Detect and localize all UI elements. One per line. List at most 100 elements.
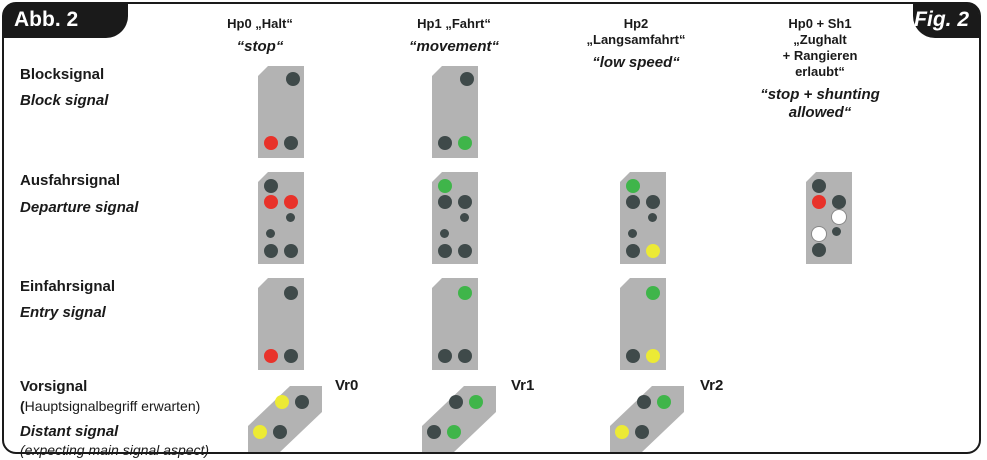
departure-signal-hp1 — [432, 172, 478, 264]
entry-signal-hp2-lamp-1-green — [646, 286, 660, 300]
distant-aspect-label-vr0: Vr0 — [335, 377, 359, 394]
entry-signal-hp0-lamp-3-off — [284, 349, 298, 363]
figure-label-tab-de: Abb. 2 — [4, 4, 128, 38]
column-header-hp1: Hp1 „Fahrt“ “movement“ — [394, 16, 514, 56]
departure-signal-hp0-lamp-7-off — [284, 244, 298, 258]
row-label-block-de: Blocksignal — [20, 66, 105, 83]
departure-signal-hp2-lamp-2-off — [626, 195, 640, 209]
departure-signal-hp2-lamp-7-yellow — [646, 244, 660, 258]
departure-signal-hp0-sh1 — [806, 172, 852, 264]
block-signal-hp1-lamp-2-off — [438, 136, 452, 150]
distant-signal-vr2-lamp-2-green — [657, 395, 671, 409]
distant-signal-vr2-lamp-3-yellow — [615, 425, 629, 439]
distant-signal-vr1-lamp-4-green — [447, 425, 461, 439]
row-label-distant-paren: ( — [20, 398, 25, 414]
column-header-hp0-sh1-de-line2: „Zughalt — [793, 32, 847, 47]
departure-signal-hp0 — [258, 172, 304, 264]
distant-signal-vr1 — [422, 386, 496, 452]
departure-signal-hp1-lamp-2-off — [438, 195, 452, 209]
column-header-hp0-sh1-en-line1: “stop + shunting — [760, 86, 880, 103]
block-signal-hp1 — [432, 66, 478, 158]
departure-signal-hp0-sh1-lamp-1-off — [812, 179, 826, 193]
departure-signal-hp0-lamp-1-off — [264, 179, 278, 193]
departure-signal-hp1-lamp-5-off — [440, 229, 449, 238]
entry-signal-hp2-lamp-3-yellow — [646, 349, 660, 363]
row-label-distant-de: Vorsignal — [20, 378, 88, 395]
column-header-hp0-en: “stop“ — [236, 38, 284, 55]
row-label-departure-en: Departure signal — [20, 199, 139, 216]
distant-signal-vr0-lamp-3-yellow — [253, 425, 267, 439]
column-header-hp2: Hp2 „Langsamfahrt“ “low speed“ — [562, 16, 710, 72]
distant-signal-vr2 — [610, 386, 684, 452]
column-header-hp0-sh1: Hp0 + Sh1 „Zughalt + Rangieren erlaubt“ … — [745, 16, 895, 122]
figure-label-de: Abb. 2 — [14, 8, 79, 31]
departure-signal-hp0-lamp-4-off — [286, 213, 295, 222]
column-header-hp2-de-line2: „Langsamfahrt“ — [586, 32, 686, 47]
departure-signal-hp2 — [620, 172, 666, 264]
departure-signal-hp2-lamp-1-green — [626, 179, 640, 193]
block-signal-hp0 — [258, 66, 304, 158]
entry-signal-hp0 — [258, 278, 304, 370]
row-label-entry-en: Entry signal — [20, 304, 106, 321]
departure-signal-hp1-lamp-3-off — [458, 195, 472, 209]
distant-aspect-label-vr1: Vr1 — [511, 377, 535, 394]
entry-signal-hp1-lamp-2-off — [438, 349, 452, 363]
departure-signal-hp0-sh1-lamp-7-off — [812, 243, 826, 257]
column-header-hp0-sh1-de-line3: + Rangieren — [782, 48, 858, 63]
block-signal-hp1-lamp-3-green — [458, 136, 472, 150]
figure-label-tab-en: Fig. 2 — [913, 4, 979, 38]
row-label-distant-en-sub: (expecting main signal aspect) — [20, 442, 210, 458]
departure-signal-hp1-lamp-4-off — [460, 213, 469, 222]
entry-signal-hp0-lamp-1-off — [284, 286, 298, 300]
distant-signal-vr0-lamp-4-off — [273, 425, 287, 439]
entry-signal-hp2-lamp-2-off — [626, 349, 640, 363]
entry-signal-hp2 — [620, 278, 666, 370]
departure-signal-hp2-lamp-5-off — [628, 229, 637, 238]
departure-signal-hp0-sh1-lamp-3-off — [832, 195, 846, 209]
row-label-departure-de: Ausfahrsignal — [20, 172, 121, 189]
departure-signal-hp0-sh1-lamp-6-off — [832, 227, 841, 236]
distant-signal-vr1-lamp-1-off — [449, 395, 463, 409]
departure-signal-hp2-lamp-3-off — [646, 195, 660, 209]
row-label-distant-en: Distant signal — [20, 423, 119, 440]
column-header-hp0-sh1-de-line4: erlaubt“ — [795, 64, 845, 79]
row-label-distant-de-sub: (Hauptsignalbegriff erwarten) — [20, 398, 200, 414]
departure-signal-hp0-sh1-lamp-5-white — [812, 227, 826, 241]
departure-signal-hp0-lamp-6-off — [264, 244, 278, 258]
distant-aspect-label-vr2: Vr2 — [700, 377, 724, 394]
departure-signal-hp2-lamp-6-off — [626, 244, 640, 258]
block-signal-hp0-lamp-2-red — [264, 136, 278, 150]
departure-signal-hp0-lamp-2-red — [264, 195, 278, 209]
row-label-entry-de: Einfahrsignal — [20, 278, 116, 295]
block-signal-hp0-lamp-3-off — [284, 136, 298, 150]
row-label-block-en: Block signal — [20, 92, 109, 109]
distant-signal-vr1-lamp-2-green — [469, 395, 483, 409]
departure-signal-hp2-lamp-4-off — [648, 213, 657, 222]
departure-signal-hp0-lamp-5-off — [266, 229, 275, 238]
block-signal-hp1-lamp-1-off — [460, 72, 474, 86]
column-header-hp0-de: Hp0 „Halt“ — [227, 16, 293, 31]
column-header-hp0: Hp0 „Halt“ “stop“ — [200, 16, 320, 56]
distant-signal-vr0 — [248, 386, 322, 452]
departure-signal-hp1-lamp-1-green — [438, 179, 452, 193]
entry-signal-hp1 — [432, 278, 478, 370]
column-header-hp0-sh1-de-line1: Hp0 + Sh1 — [788, 16, 852, 31]
column-header-hp1-en: “movement“ — [408, 38, 500, 55]
column-header-hp2-de-line1: Hp2 — [623, 16, 649, 31]
departure-signal-hp1-lamp-7-off — [458, 244, 472, 258]
distant-signal-vr2-lamp-1-off — [637, 395, 651, 409]
column-header-hp0-sh1-en-line2: allowed“ — [788, 104, 852, 121]
distant-signal-vr0-lamp-1-yellow — [275, 395, 289, 409]
departure-signal-hp1-lamp-6-off — [438, 244, 452, 258]
departure-signal-hp0-sh1-lamp-2-red — [812, 195, 826, 209]
distant-signal-vr0-lamp-2-off — [295, 395, 309, 409]
row-label-distant-de-sub-text: Hauptsignalbegriff erwarten) — [24, 398, 201, 414]
departure-signal-hp0-lamp-3-red — [284, 195, 298, 209]
distant-signal-vr1-lamp-3-off — [427, 425, 441, 439]
departure-signal-hp0-sh1-lamp-4-white — [832, 210, 846, 224]
distant-signal-vr2-lamp-4-off — [635, 425, 649, 439]
column-header-hp2-en: “low speed“ — [592, 54, 680, 71]
column-header-hp1-de: Hp1 „Fahrt“ — [417, 16, 491, 31]
entry-signal-hp0-lamp-2-red — [264, 349, 278, 363]
entry-signal-hp1-lamp-3-off — [458, 349, 472, 363]
